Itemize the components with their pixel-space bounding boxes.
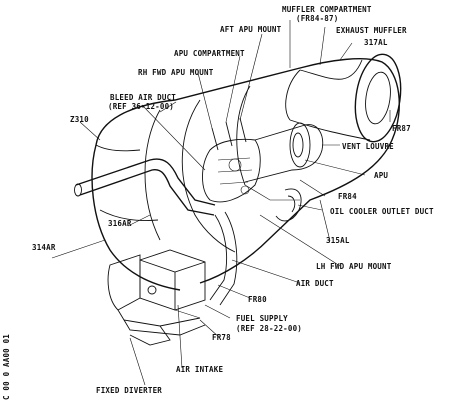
label-314ar: 314AR — [32, 243, 56, 252]
label-fr80: FR80 — [248, 295, 267, 304]
label-aft-apu-mount: AFT APU MOUNT — [220, 25, 282, 34]
label-muffler-compartment: MUFFLER COMPARTMENT — [282, 5, 372, 14]
leader-lines — [51, 20, 391, 386]
callout-labels: MUFFLER COMPARTMENT (FR84-87) EXHAUST MU… — [2, 5, 434, 400]
label-fuel-supply: FUEL SUPPLY — [236, 314, 288, 323]
label-air-intake: AIR INTAKE — [176, 365, 223, 374]
label-oil-cooler-outlet-duct: OIL COOLER OUTLET DUCT — [330, 207, 434, 216]
label-bleed-air-duct: BLEED AIR DUCT — [110, 93, 176, 102]
tail-cone-structure — [91, 53, 402, 291]
air-duct — [209, 211, 238, 306]
label-apu: APU — [374, 171, 388, 180]
label-muffler-compartment-ref: (FR84-87) — [296, 14, 338, 23]
label-exhaust-muffler: EXHAUST MUFFLER — [336, 26, 407, 35]
bleed-air-duct — [74, 158, 216, 216]
label-bleed-air-duct-ref: (REF 36-12-00) — [108, 102, 174, 111]
label-rh-fwd-apu-mount: RH FWD APU MOUNT — [138, 68, 214, 77]
label-z310: Z310 — [70, 115, 89, 124]
label-317al: 317AL — [364, 38, 388, 47]
label-fixed-diverter: FIXED DIVERTER — [96, 386, 162, 395]
label-vent-louvre: VENT LOUVRE — [342, 142, 394, 151]
label-lh-fwd-apu-mount: LH FWD APU MOUNT — [316, 262, 392, 271]
label-315al: 315AL — [326, 236, 350, 245]
label-apu-compartment: APU COMPARTMENT — [174, 49, 245, 58]
label-316ar: 316AR — [108, 219, 132, 228]
label-fr84: FR84 — [338, 192, 357, 201]
label-fr78: FR78 — [212, 333, 231, 342]
air-intake-and-diverter — [107, 249, 206, 346]
label-fuel-supply-ref: (REF 28-22-00) — [236, 324, 302, 333]
label-side-code: C 00 0 AA00 01 — [2, 334, 11, 400]
apu-engine — [202, 117, 324, 222]
label-fr87: FR87 — [392, 124, 411, 133]
label-air-duct: AIR DUCT — [296, 279, 334, 288]
